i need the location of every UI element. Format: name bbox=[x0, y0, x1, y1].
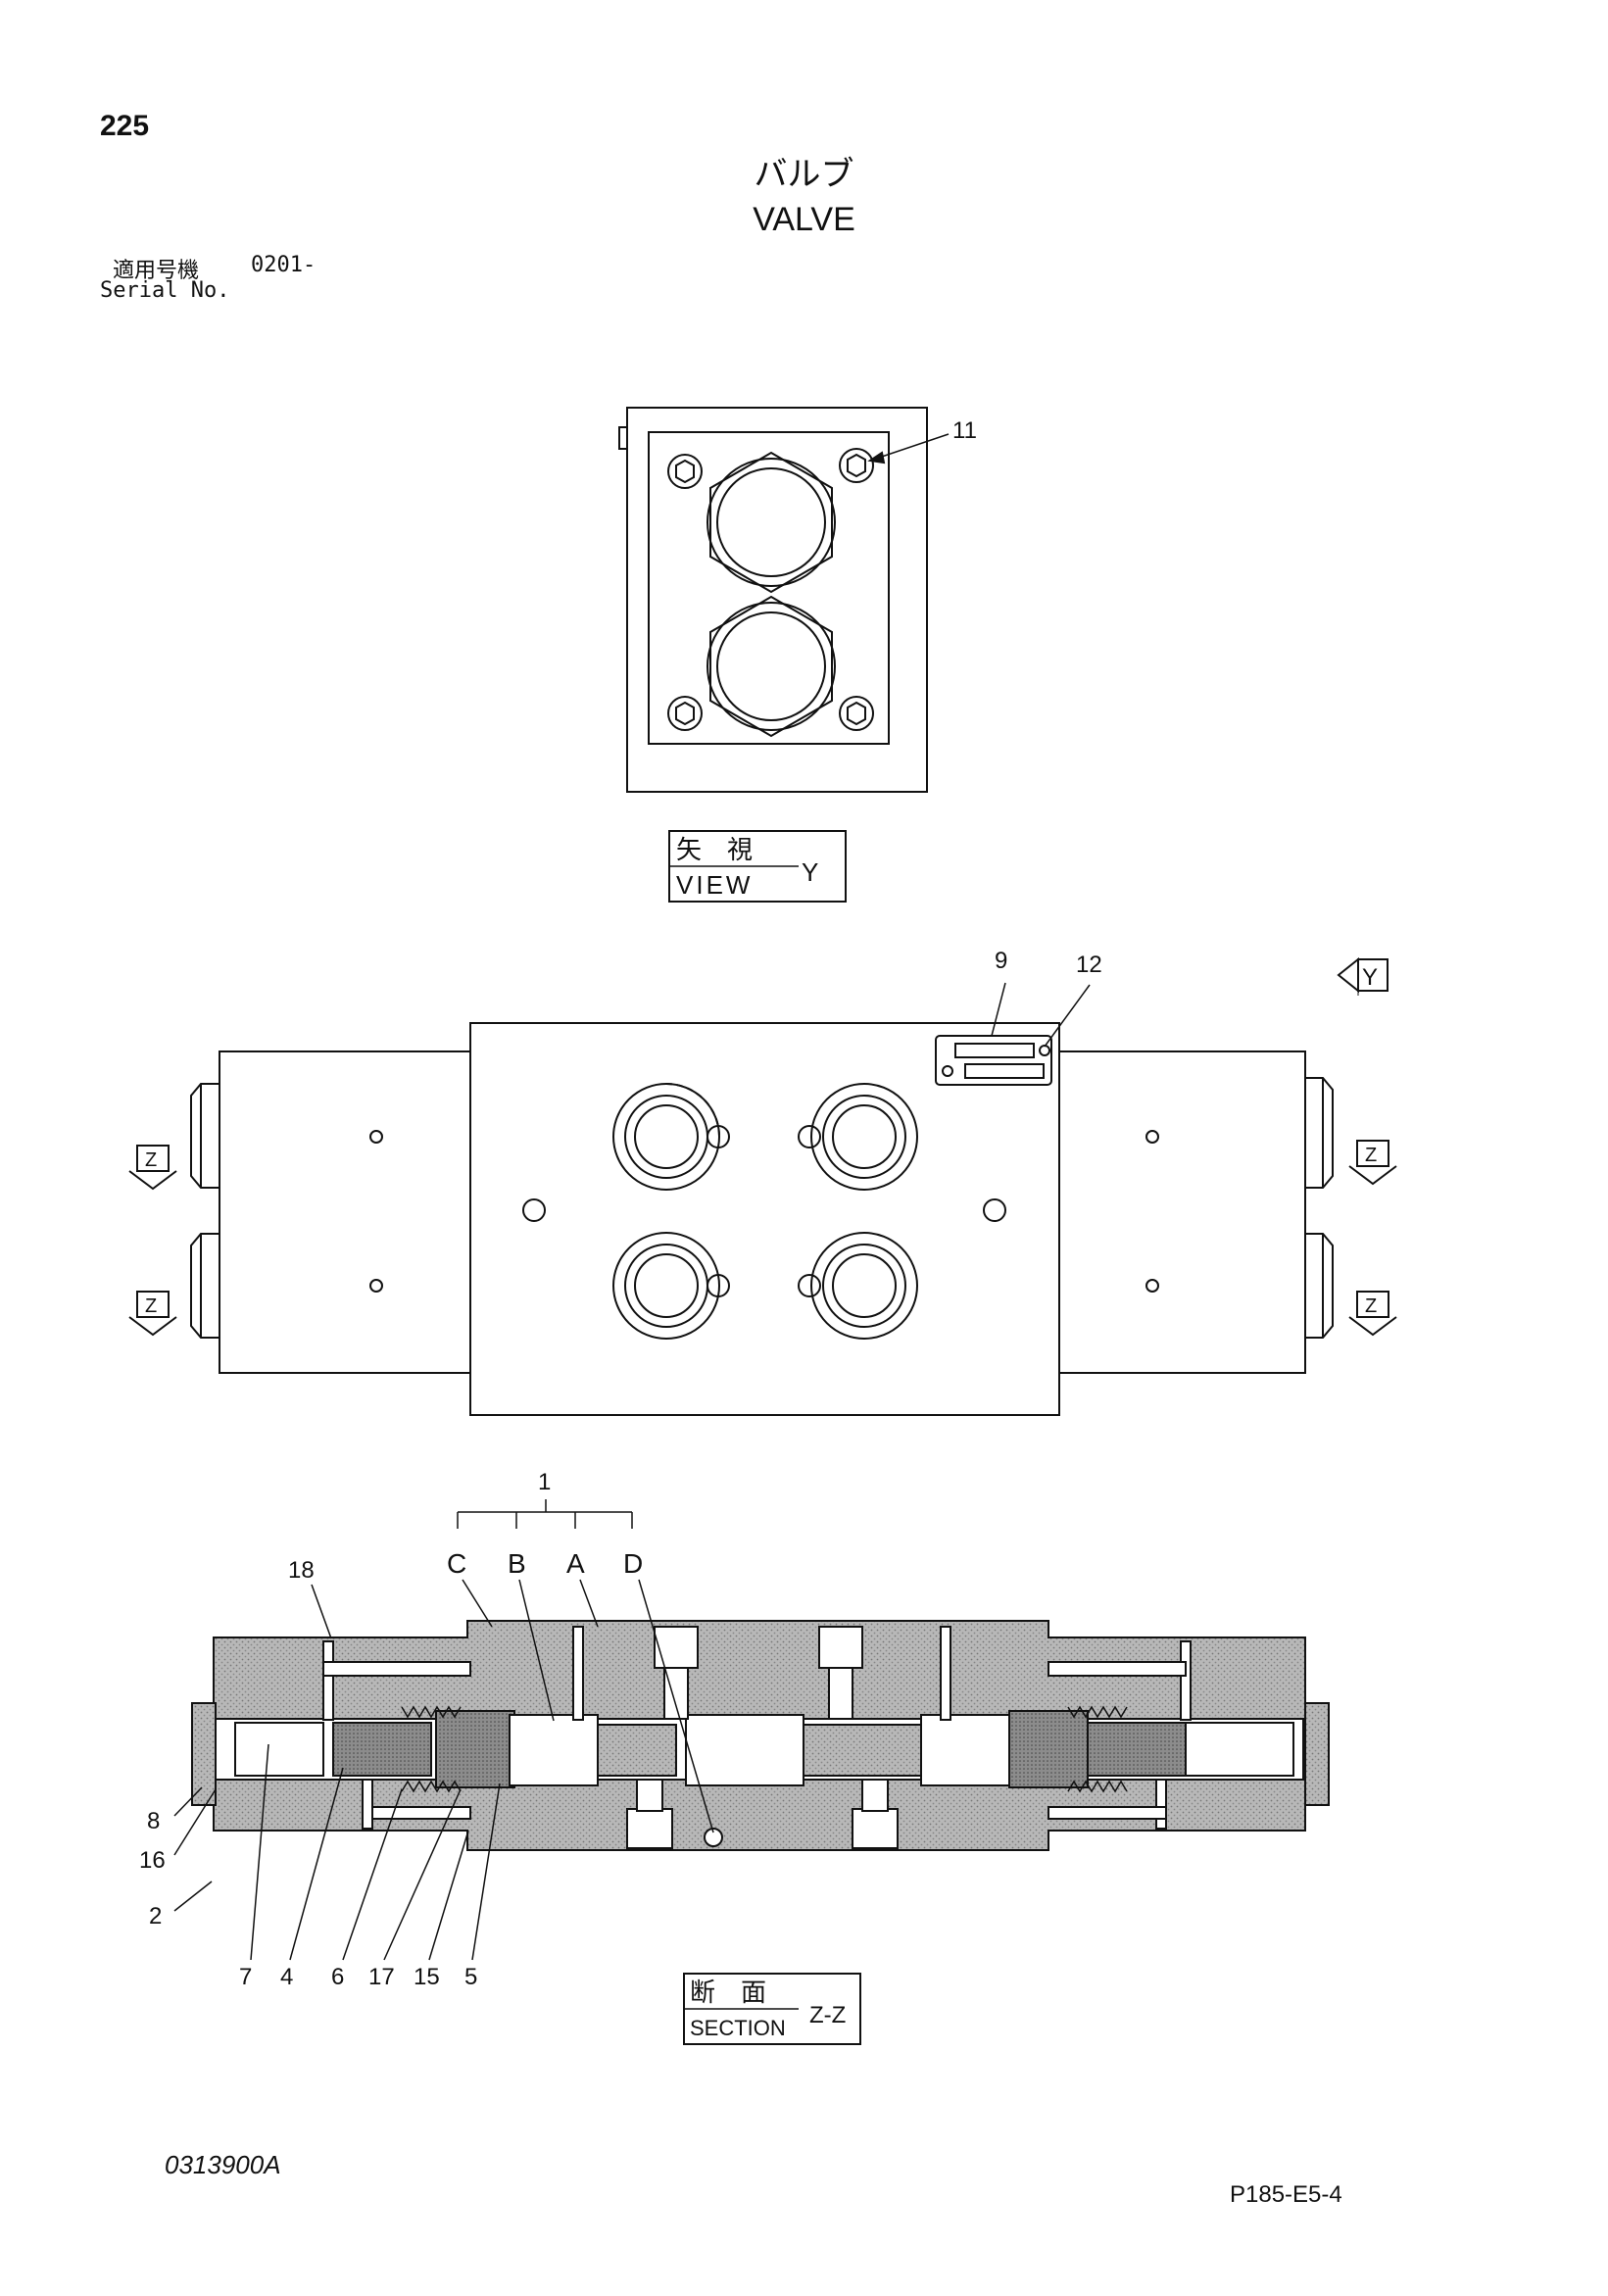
port-label-c: C bbox=[447, 1548, 466, 1579]
section-arrow-z-letter: Z bbox=[145, 1295, 157, 1317]
callout-18: 18 bbox=[288, 1557, 315, 1584]
main-valve-block bbox=[469, 1022, 1060, 1416]
bolt-icon bbox=[839, 448, 874, 483]
section-label: 断 面 SECTION Z-Z bbox=[683, 1973, 861, 2045]
callout-12: 12 bbox=[1076, 952, 1102, 978]
hex-plug-icon bbox=[707, 451, 836, 594]
port-icon bbox=[798, 1232, 918, 1340]
callout-11: 11 bbox=[952, 417, 977, 444]
section-arrow-z bbox=[128, 1140, 1397, 1337]
view-y-drawing bbox=[618, 407, 950, 793]
callout-8: 8 bbox=[147, 1808, 160, 1834]
section-arrow-z-letter: Z bbox=[1365, 1295, 1377, 1317]
callout-15: 15 bbox=[414, 1964, 440, 1990]
callout-9: 9 bbox=[995, 948, 1007, 974]
view-arrow-y bbox=[1337, 956, 1389, 996]
nameplate bbox=[935, 1035, 1052, 1086]
callout-17: 17 bbox=[368, 1964, 395, 1990]
view-y-side-tab bbox=[618, 426, 628, 450]
serial-label-jp: 適用号機 bbox=[113, 259, 200, 283]
port-label-a: A bbox=[566, 1548, 585, 1579]
view-arrow-y-letter: Y bbox=[1362, 964, 1378, 991]
view-y-plate bbox=[648, 431, 890, 745]
callout-16: 16 bbox=[139, 1847, 166, 1874]
callout-4: 4 bbox=[280, 1964, 293, 1990]
port-icon bbox=[612, 1232, 730, 1340]
serial-label-en: Serial No. bbox=[100, 278, 230, 303]
section-arrow-z-letter: Z bbox=[1365, 1145, 1377, 1166]
section-label-en: SECTION bbox=[690, 2016, 786, 2040]
callout-2: 2 bbox=[149, 1903, 162, 1930]
bolt-icon bbox=[667, 696, 703, 731]
callout-6: 6 bbox=[331, 1964, 344, 1990]
view-y-label-en: VIEW bbox=[676, 870, 753, 900]
view-y-body bbox=[626, 407, 928, 793]
serial-value: 0201- bbox=[251, 253, 317, 277]
front-view-drawing bbox=[190, 982, 1334, 1416]
callout-1: 1 bbox=[538, 1469, 551, 1495]
port-icon bbox=[612, 1083, 730, 1191]
page-title-jp: バルブ bbox=[754, 155, 854, 194]
callout-5: 5 bbox=[464, 1964, 477, 1990]
section-label-jp: 断 面 bbox=[690, 1978, 766, 2007]
section-drawing bbox=[191, 1620, 1330, 1851]
view-y-label-jp: 矢 視 bbox=[676, 835, 753, 864]
bolt-icon bbox=[667, 454, 703, 489]
page-number: 225 bbox=[100, 110, 150, 142]
page-title: VALVE bbox=[753, 201, 855, 238]
bolt-icon bbox=[839, 696, 874, 731]
port-icon bbox=[798, 1083, 918, 1191]
port-label-d: D bbox=[623, 1548, 643, 1579]
group-bracket bbox=[173, 1499, 714, 1961]
port-label-b: B bbox=[508, 1548, 526, 1579]
section-arrow-z-letter: Z bbox=[145, 1149, 157, 1171]
page-reference: P185-E5-4 bbox=[1230, 2181, 1342, 2208]
drawing-code: 0313900A bbox=[165, 2150, 281, 2179]
callout-7: 7 bbox=[239, 1964, 252, 1990]
hex-plug-icon bbox=[707, 595, 836, 738]
view-y-letter: Y bbox=[802, 857, 818, 887]
section-letter: Z-Z bbox=[809, 2002, 846, 2028]
view-y-label: 矢 視 VIEW Y bbox=[668, 830, 847, 903]
